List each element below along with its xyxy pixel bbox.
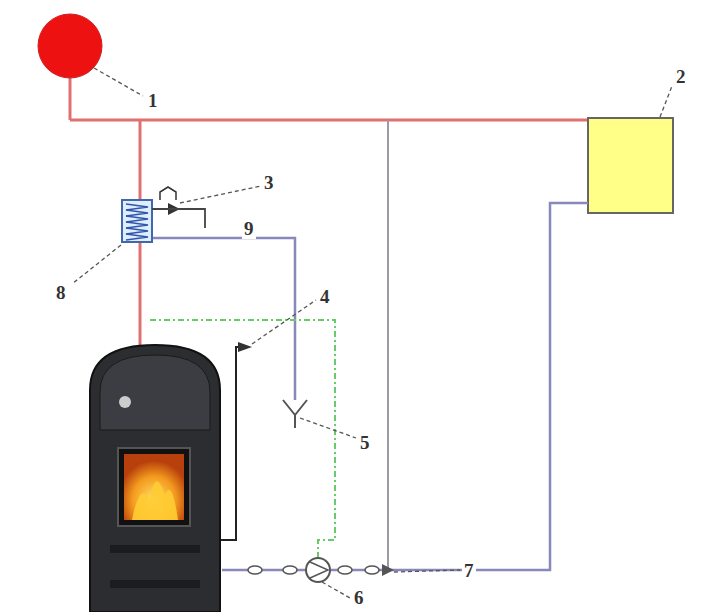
temperature-sensor: [238, 342, 252, 352]
heat-exchanger: [122, 200, 152, 242]
boiler: [90, 345, 220, 612]
circulation-pump: [306, 558, 330, 582]
callout-number: 3: [262, 172, 276, 193]
callout-number: 5: [358, 432, 372, 453]
callout-number: 4: [318, 286, 332, 307]
callout-number: 7: [462, 560, 476, 581]
drain-funnel: [283, 400, 307, 428]
expansion-tank: [38, 14, 102, 78]
callout-number: 8: [54, 282, 68, 303]
callout-number: 1: [146, 90, 160, 111]
callout-number: 6: [352, 587, 366, 608]
check-valve: [382, 564, 394, 576]
callout-number: 2: [674, 66, 688, 87]
callout-number: 9: [242, 218, 256, 239]
radiator: [588, 118, 673, 213]
